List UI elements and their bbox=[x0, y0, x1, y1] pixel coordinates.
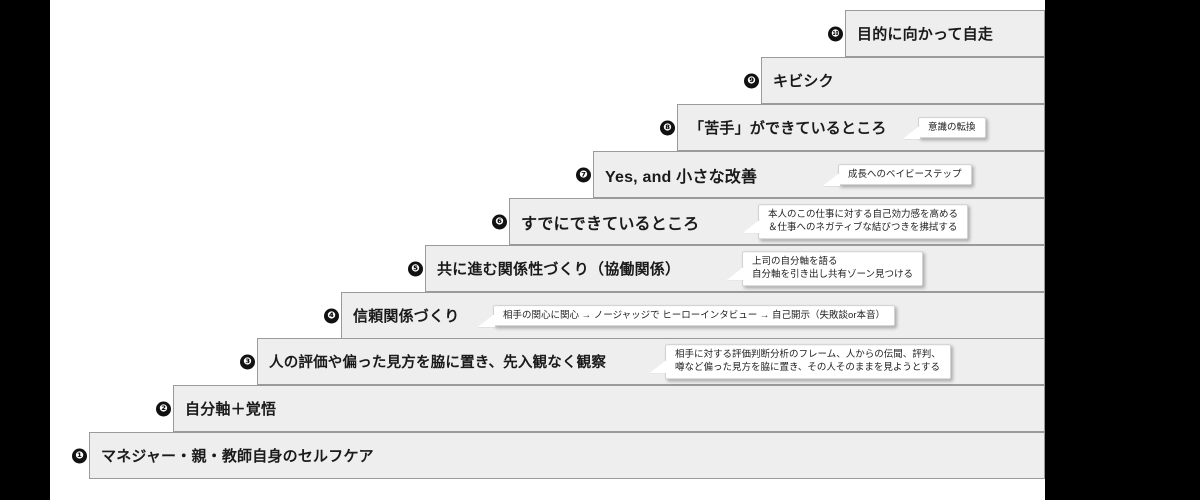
step-number-8: ❽ bbox=[660, 120, 675, 135]
step-label-8: 「苦手」ができているところ bbox=[689, 120, 887, 137]
callout-line: ＆仕事へのネガティブな結びつきを拂拭する bbox=[768, 222, 958, 234]
step-label-9: キビシク bbox=[773, 73, 834, 90]
callout-line: 上司の自分軸を語る bbox=[752, 255, 838, 267]
step-box-10[interactable]: 目的に向かって自走 bbox=[845, 10, 1045, 57]
step-row-2: ❷ 自分軸＋覚悟 bbox=[50, 385, 1045, 432]
callout-step-8: 意識の転換 bbox=[902, 116, 986, 140]
step-label-2: 自分軸＋覚悟 bbox=[185, 401, 277, 418]
step-number-2: ❷ bbox=[156, 401, 171, 416]
step-row-10: ❿ 目的に向かって自走 bbox=[50, 10, 1045, 57]
step-row-1: ❶ マネジャー・親・教師自身のセルフケア bbox=[50, 432, 1045, 479]
callout-line: 噂など偏った見方を脇に置き、その人そのままを見ようとする bbox=[675, 362, 941, 374]
callout-step-7: 成長へのベイビーステップ bbox=[822, 163, 972, 187]
callout-line: 相手の関心に関心 → ノージャッジで ヒーローインタビュー → 自己開示（失敗談… bbox=[503, 309, 885, 321]
callout-line: 本人のこの仕事に対する自己効力感を高める bbox=[768, 208, 959, 220]
step-row-5: ❺ 共に進む関係性づくり（協働関係） 上司の自分軸を語る 自分軸を引き出し共有ゾ… bbox=[50, 245, 1045, 292]
callout-step-3: 相手に対する評価判断分析のフレーム、人からの伝聞、評判、 噂など偏った見方を脇に… bbox=[649, 343, 951, 380]
step-label-6: すでにできているところ bbox=[521, 215, 700, 233]
step-box-1[interactable]: マネジャー・親・教師自身のセルフケア bbox=[89, 432, 1045, 479]
step-row-6: ❻ すでにできているところ 本人のこの仕事に対する自己効力感を高める ＆仕事への… bbox=[50, 198, 1045, 245]
step-row-7: ❼ Yes, and 小さな改善 成長へのベイビーステップ bbox=[50, 151, 1045, 198]
step-number-9: ❾ bbox=[744, 73, 759, 88]
step-label-3: 人の評価や偏った見方を脇に置き、先入観なく観察 bbox=[269, 355, 607, 371]
step-label-10: 目的に向かって自走 bbox=[857, 26, 994, 43]
step-label-7: Yes, and 小さな改善 bbox=[605, 168, 758, 186]
step-box-9[interactable]: キビシク bbox=[761, 57, 1045, 104]
step-label-4: 信頼関係づくり bbox=[353, 308, 460, 325]
callout-step-4: 相手の関心に関心 → ノージャッジで ヒーローインタビュー → 自己開示（失敗談… bbox=[477, 304, 895, 328]
diagram-canvas: ❿ 目的に向かって自走 ❾ キビシク ❽ 「苦手」ができているところ 意識の転換… bbox=[50, 0, 1045, 500]
step-box-5[interactable]: 共に進む関係性づくり（協働関係） bbox=[425, 245, 1045, 292]
step-number-10: ❿ bbox=[828, 26, 843, 41]
callout-line: 意識の転換 bbox=[928, 121, 976, 133]
step-box-7[interactable]: Yes, and 小さな改善 bbox=[593, 151, 1045, 198]
step-row-8: ❽ 「苦手」ができているところ 意識の転換 bbox=[50, 104, 1045, 151]
callout-step-5: 上司の自分軸を語る 自分軸を引き出し共有ゾーン見つける bbox=[726, 250, 924, 287]
step-row-3: ❸ 人の評価や偏った見方を脇に置き、先入観なく観察 相手に対する評価判断分析のフ… bbox=[50, 338, 1045, 385]
step-number-4: ❹ bbox=[324, 308, 339, 323]
callout-step-6: 本人のこの仕事に対する自己効力感を高める ＆仕事へのネガティブな結びつきを拂拭す… bbox=[742, 203, 969, 240]
step-number-5: ❺ bbox=[408, 261, 423, 276]
callout-line: 成長へのベイビーステップ bbox=[848, 168, 962, 180]
step-number-6: ❻ bbox=[492, 214, 507, 229]
step-box-8[interactable]: 「苦手」ができているところ bbox=[677, 104, 1045, 151]
step-number-7: ❼ bbox=[576, 167, 591, 182]
step-number-3: ❸ bbox=[240, 354, 255, 369]
step-box-2[interactable]: 自分軸＋覚悟 bbox=[173, 385, 1045, 432]
step-label-1: マネジャー・親・教師自身のセルフケア bbox=[101, 448, 374, 465]
step-number-1: ❶ bbox=[72, 448, 87, 463]
callout-line: 相手に対する評価判断分析のフレーム、人からの伝聞、評判、 bbox=[675, 348, 941, 360]
step-label-5: 共に進む関係性づくり（協働関係） bbox=[437, 261, 681, 278]
step-row-4: ❹ 信頼関係づくり 相手の関心に関心 → ノージャッジで ヒーローインタビュー … bbox=[50, 292, 1045, 339]
step-row-9: ❾ キビシク bbox=[50, 57, 1045, 104]
callout-line: 自分軸を引き出し共有ゾーン見つける bbox=[752, 269, 914, 281]
